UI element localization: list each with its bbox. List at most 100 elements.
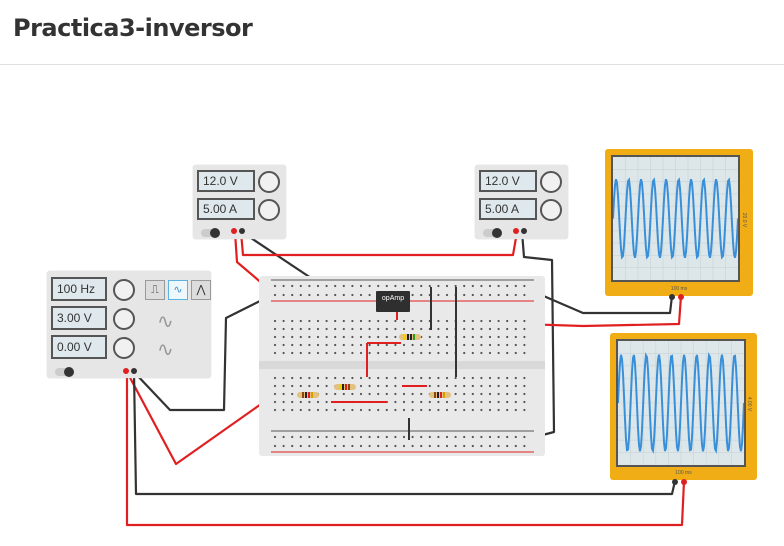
breadboard-hole [437, 444, 440, 448]
breadboard-hole [488, 335, 492, 339]
opamp-chip[interactable]: opAmp [376, 291, 410, 312]
breadboard-hole [291, 319, 294, 323]
wire-ps-link-red [239, 231, 519, 257]
scope1-trace [612, 157, 739, 280]
breadboard-hole [342, 327, 345, 331]
breadboard-hole [273, 343, 277, 347]
ps2-terminal-positive[interactable] [513, 228, 519, 234]
breadboard-hole [488, 351, 492, 355]
ps2-power-toggle[interactable] [483, 228, 502, 238]
breadboard-hole [273, 444, 277, 448]
breadboard-hole [342, 284, 345, 288]
waveform-trace [612, 177, 739, 260]
scope2-probe-red[interactable] [681, 479, 687, 485]
scope1-probe-black[interactable] [669, 294, 675, 300]
fg-frequency-display: 100 Hz [51, 277, 107, 301]
breadboard-hole [299, 408, 302, 412]
ps1-current-knob[interactable] [258, 199, 280, 221]
breadboard-hole [420, 284, 423, 288]
ps1-voltage-knob[interactable] [258, 171, 280, 193]
breadboard-hole [497, 293, 500, 297]
breadboard-hole [411, 284, 414, 288]
breadboard-hole [428, 400, 431, 404]
fg-offset-knob[interactable] [113, 337, 135, 359]
breadboard-hole [359, 435, 363, 439]
breadboard-hole [437, 343, 440, 347]
ps1-terminal-negative[interactable] [239, 228, 245, 234]
breadboard-hole [420, 400, 423, 404]
fg-terminal-negative[interactable] [131, 368, 137, 374]
breadboard-hole [506, 392, 509, 396]
oscilloscope-1: 20.0 V 100 ms [605, 149, 753, 296]
fg-amplitude-display: 3.00 V [51, 306, 107, 330]
waveform-triangle-button[interactable]: ⋀ [191, 280, 211, 300]
fg-power-toggle[interactable] [55, 367, 74, 377]
breadboard-hole [411, 400, 414, 404]
breadboard-hole [437, 376, 440, 380]
breadboard-hole [445, 327, 449, 331]
breadboard-hole [291, 351, 294, 355]
breadboard-hole [342, 351, 345, 355]
breadboard-hole [445, 335, 449, 339]
breadboard-hole [514, 319, 517, 323]
breadboard-hole [437, 408, 440, 412]
breadboard-hole [334, 444, 337, 448]
breadboard-hole [368, 384, 371, 388]
opamp-label: opAmp [381, 295, 405, 302]
breadboard-hole [514, 343, 517, 347]
fg-terminal-positive[interactable] [123, 368, 129, 374]
waveform-sine-button[interactable]: ∿ [168, 280, 188, 300]
scope1-screen [611, 155, 740, 282]
breadboard-hole [325, 435, 328, 439]
breadboard-hole [334, 327, 337, 331]
breadboard-hole [308, 327, 311, 331]
breadboard-hole [420, 444, 423, 448]
breadboard-hole [351, 319, 354, 323]
ps1-terminal-positive[interactable] [231, 228, 237, 234]
breadboard-hole [282, 335, 285, 339]
breadboard-hole [316, 400, 320, 404]
ps2-voltage-knob[interactable] [540, 171, 562, 193]
ps2-terminal-negative[interactable] [521, 228, 527, 234]
breadboard-hole [359, 335, 363, 339]
breadboard-hole [334, 392, 337, 396]
fg-amplitude-knob[interactable] [113, 308, 135, 330]
wire-fg-black [133, 286, 289, 412]
wire-fg-scope2-black [132, 371, 677, 496]
ps1-power-toggle[interactable] [201, 228, 220, 238]
breadboard-hole [351, 351, 354, 355]
breadboard-hole [437, 435, 440, 439]
breadboard-hole [445, 400, 449, 404]
waveform-square-button[interactable]: ⎍ [145, 280, 165, 300]
breadboard-hole [282, 400, 285, 404]
breadboard-hole [402, 284, 406, 288]
breadboard-hole [402, 408, 406, 412]
breadboard-hole [368, 319, 371, 323]
fg-frequency-knob[interactable] [113, 279, 135, 301]
breadboard-hole [445, 408, 449, 412]
breadboard-hole [385, 408, 388, 412]
breadboard-hole [514, 293, 517, 297]
ps2-current-knob[interactable] [540, 199, 562, 221]
breadboard-hole [368, 435, 371, 439]
breadboard-hole [480, 335, 483, 339]
power-supply-1: 12.0 V 5.00 A [193, 165, 286, 239]
breadboard-hole [497, 376, 500, 380]
breadboard-hole [480, 351, 483, 355]
breadboard-hole [411, 435, 414, 439]
scope2-probe-black[interactable] [672, 479, 678, 485]
scope1-probe-red[interactable] [678, 294, 684, 300]
breadboard-hole [308, 351, 311, 355]
breadboard-hole [428, 376, 431, 380]
breadboard-hole [273, 284, 277, 288]
breadboard-hole [282, 351, 285, 355]
breadboard-hole [299, 400, 302, 404]
breadboard-hole [428, 335, 431, 339]
breadboard-hole [420, 392, 423, 396]
breadboard-hole [428, 435, 431, 439]
breadboard-hole [488, 408, 492, 412]
breadboard-hole [420, 408, 423, 412]
breadboard-hole [385, 376, 388, 380]
breadboard-hole [523, 343, 526, 347]
breadboard-hole [506, 293, 509, 297]
